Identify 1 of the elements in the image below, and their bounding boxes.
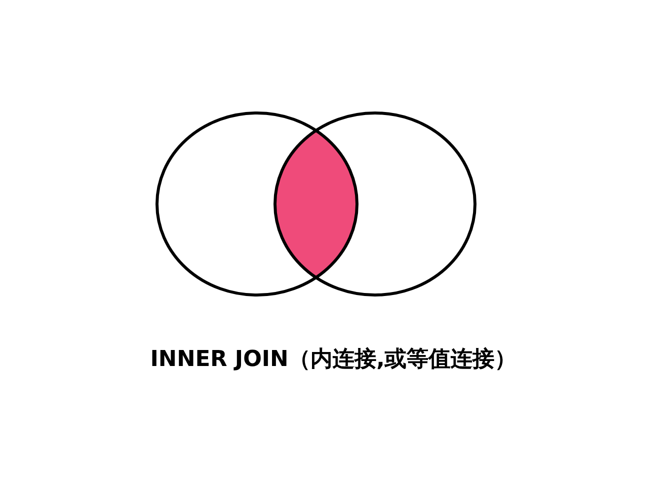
caption: INNER JOIN（内连接,或等值连接） (150, 346, 517, 374)
